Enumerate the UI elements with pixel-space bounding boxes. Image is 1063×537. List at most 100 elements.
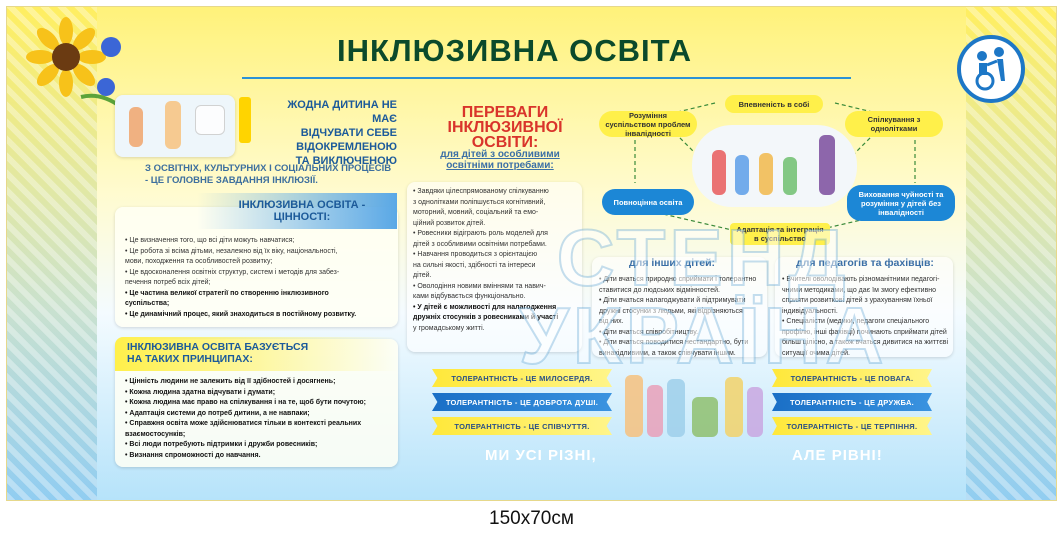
banner-left-2: ТОЛЕРАНТНІСТЬ - ЦЕ ДОБРОТА ДУШІ. xyxy=(432,393,612,411)
person-silhouette xyxy=(647,385,663,437)
list-item: • Всі люди потребують підтримки і дружби… xyxy=(125,441,318,448)
list-item: • Справжня освіта може здійснюватися тіл… xyxy=(125,420,362,427)
child-figure xyxy=(712,150,726,195)
lead-line-2: ВІДЧУВАТИ СЕБЕ xyxy=(300,127,397,139)
child-figure xyxy=(735,155,749,195)
list-item: • Цінність людини не залежить від її зді… xyxy=(125,378,336,385)
list-item: винахідливими, а також співчувати іншим. xyxy=(599,349,736,357)
banner-right-3: ТОЛЕРАНТНІСТЬ - ЦЕ ТЕРПІННЯ. xyxy=(772,417,932,435)
board-figure xyxy=(195,105,225,135)
list-item: чними методиками, що дає їм змогу ефекти… xyxy=(782,286,937,294)
list-item: ками відбувається функціонально. xyxy=(413,293,526,300)
cycle-left-bottom: Повноцінна освіта xyxy=(602,189,694,215)
list-item: • Це частина великої стратегії по створе… xyxy=(125,289,329,297)
values-header: ІНКЛЮЗИВНА ОСВІТА - ЦІННОСТІ: xyxy=(238,199,366,223)
person-silhouette xyxy=(747,387,763,437)
teacher-figure xyxy=(165,101,181,149)
list-item: дружні стосунки з людьми, які відрізняют… xyxy=(599,307,743,315)
teacher-figure xyxy=(819,135,835,195)
advantages-teachers-panel xyxy=(775,257,953,357)
advantages-special-header: для дітей з особливими освітніми потреба… xyxy=(440,149,560,171)
list-item: на сильні якості, здібності та інтереси xyxy=(413,261,536,269)
cycle-right-top: Спілкування з однолітками xyxy=(845,111,943,137)
list-item: • Вчителі оволодівають різноманітними пе… xyxy=(782,276,940,283)
list-item: • Це визначення того, що всі діти можуть… xyxy=(125,237,295,244)
values-list: • Це визначення того, що всі діти можуть… xyxy=(125,236,393,320)
advantages-teachers-header: для педагогів та фахівців: xyxy=(796,257,934,269)
person-silhouette xyxy=(692,397,718,437)
stand-board: ІНКЛЮЗИВНА ОСВІТА ЖОДНА ДИТИНА НЕ МАЄ ВІ… xyxy=(6,6,1057,501)
cycle-bottom: Адаптація та інтеграція в суспільство xyxy=(730,223,830,245)
values-header-bar xyxy=(197,193,397,229)
banner-left-3: ТОЛЕРАНТНІСТЬ - ЦЕ СПІВЧУТТЯ. xyxy=(432,417,612,435)
list-item: • Кожна людина має право на спілкування … xyxy=(125,399,366,406)
lead-rest: З ОСВІТНІХ, КУЛЬТУРНИХ І СОЦІАЛЬНИХ ПРОЦ… xyxy=(145,163,392,186)
list-item: індивідуальності. xyxy=(782,307,838,315)
list-item: ситуації очима дітей. xyxy=(782,349,850,357)
ornament-left xyxy=(7,7,97,500)
watermark: СТЕНД УКРАЇНА xyxy=(518,213,888,380)
advantages-others-header: для інших дітей: xyxy=(628,257,716,269)
list-item: • Навчання проводиться з орієнтацією xyxy=(413,251,538,258)
sunflower-icon xyxy=(26,17,123,109)
advantages-special-panel xyxy=(407,182,582,352)
list-item: дітей. xyxy=(413,272,432,279)
list-item: • Діти вчаться налагоджувати й підтримув… xyxy=(599,297,746,304)
list-item: взаємостосунків; xyxy=(125,430,186,438)
list-item: з однолітками поліпшується когнітивний, xyxy=(413,198,546,206)
advantages-others-panel xyxy=(592,257,767,357)
list-item: • Це робота зі всіма дітьми, незалежно в… xyxy=(125,247,338,255)
list-item: моторний, мовний, соціальний та емо- xyxy=(413,209,539,216)
slogan-left: МИ УСІ РІЗНІ, xyxy=(485,447,597,464)
list-item: ційний розвиток дітей. xyxy=(413,219,486,227)
list-item: ставитися до людських відмінностей. xyxy=(599,286,720,294)
watermark-line-1: СТЕНД xyxy=(556,213,850,302)
lead-text: ЖОДНА ДИТИНА НЕ МАЄ ВІДЧУВАТИ СЕБЕ ВІДОК… xyxy=(262,98,397,168)
person-silhouette xyxy=(725,377,743,437)
list-item: • Спеціалісти (медики, педагоги спеціаль… xyxy=(782,318,930,325)
title-underline xyxy=(242,77,851,79)
list-item: • Завдяки цілеспрямованому спілкуванню xyxy=(413,188,549,195)
list-item: • Це вдосконалення освітніх структур, си… xyxy=(125,268,340,276)
advantages-title: ПЕРЕВАГИ ІНКЛЮЗИВНОЇ ОСВІТИ: xyxy=(447,104,563,151)
page-title: ІНКЛЮЗИВНА ОСВІТА xyxy=(337,33,692,68)
advantages-teachers-list: • Вчителі оволодівають різноманітними пе… xyxy=(782,275,952,359)
list-item: • Адаптація системи до потреб дитини, а … xyxy=(125,409,310,417)
size-caption: 150х70см xyxy=(489,508,574,529)
lead-line-4: ТА ВИКЛЮЧЕНОЮ xyxy=(295,155,397,167)
list-item: від них. xyxy=(599,318,624,325)
exclamation-mark xyxy=(239,97,251,143)
principles-list: • Цінність людини не залежить від її зді… xyxy=(125,377,393,461)
list-item: дітей з особливими освітніми потребами. xyxy=(413,240,547,248)
watermark-line-2: УКРАЇНА xyxy=(518,291,888,380)
cycle-left-top: Розуміння суспільством проблем інвалідно… xyxy=(599,111,697,138)
child-figure xyxy=(759,153,773,195)
person-silhouette xyxy=(667,379,685,437)
list-item: • Це динамічний процес, який знаходиться… xyxy=(125,310,357,318)
list-item: дружніх стосунків з ровесниками й участі xyxy=(413,314,559,321)
list-item: • У дітей є можливості для налагодження xyxy=(413,303,557,311)
list-item: печення потреб всіх дітей; xyxy=(125,279,211,286)
principles-header: ІНКЛЮЗИВНА ОСВІТА БАЗУЄТЬСЯ НА ТАКИХ ПРИ… xyxy=(127,341,309,365)
list-item: • Ровесники відіграють роль моделей для xyxy=(413,230,548,237)
person-silhouette xyxy=(625,375,643,437)
list-item: мови, походження та особливостей розвитк… xyxy=(125,258,273,265)
banner-left-1: ТОЛЕРАНТНІСТЬ - ЦЕ МИЛОСЕРДЯ. xyxy=(432,369,612,387)
cycle-right-bottom: Виховання чуйності та розуміння у дітей … xyxy=(847,185,955,221)
list-item: більш цілісно, а також вчаться дивитися … xyxy=(782,339,949,346)
banner-right-2: ТОЛЕРАНТНІСТЬ - ЦЕ ДРУЖБА. xyxy=(772,393,932,411)
slogan-right: АЛЕ РІВНІ! xyxy=(792,447,883,464)
intro-illustration xyxy=(115,95,235,157)
list-item: • Діти вчаться поводитися нестандартно, … xyxy=(599,339,749,346)
child-figure xyxy=(783,157,797,195)
lead-line-1: ЖОДНА ДИТИНА НЕ МАЄ xyxy=(287,99,397,125)
advantages-special-list: • Завдяки цілеспрямованому спілкуванню з… xyxy=(413,187,581,334)
list-item: сприяти розвиткові дітей з урахуванням ї… xyxy=(782,297,933,304)
list-item: • Діти вчаться співробітництву. xyxy=(599,328,699,336)
child-figure xyxy=(129,107,143,147)
lead-line-3: ВІДОКРЕМЛЕНОЮ xyxy=(296,141,397,153)
list-item: профілю, інші фахівці) починають сприйма… xyxy=(782,328,947,336)
cycle-top: Впевненість в собі xyxy=(725,95,823,113)
banner-right-1: ТОЛЕРАНТНІСТЬ - ЦЕ ПОВАГА. xyxy=(772,369,932,387)
list-item: • Визнання спроможності до навчання. xyxy=(125,451,261,459)
